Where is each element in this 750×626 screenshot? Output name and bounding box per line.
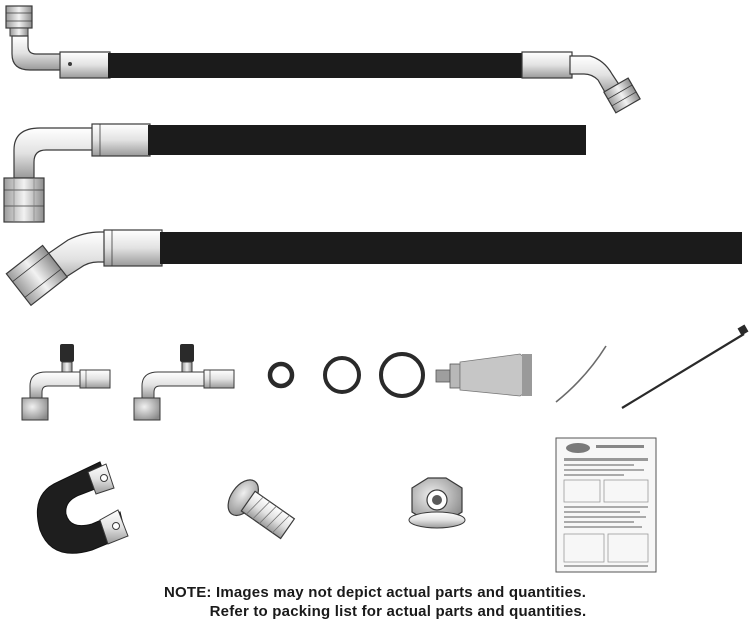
flare-nut-icon	[5, 5, 33, 37]
hose-assembly-90-degree	[3, 123, 586, 223]
instruction-sheet	[555, 437, 657, 573]
o-ring-small	[267, 361, 295, 389]
bolt	[227, 479, 296, 540]
lock-nut	[408, 477, 466, 529]
note-line-1: NOTE: Images may not depict actual parts…	[163, 584, 587, 601]
o-ring-large	[379, 352, 425, 398]
short-cable-tie	[555, 345, 607, 403]
service-port-fitting	[21, 344, 111, 421]
flare-nut-icon	[603, 77, 641, 114]
note-line-2: Refer to packing list for actual parts a…	[209, 603, 587, 620]
long-cable-tie	[621, 324, 749, 409]
o-ring-medium	[323, 356, 361, 394]
hose-assembly-two-fittings	[5, 5, 641, 114]
hose-assembly-45-degree	[5, 229, 742, 307]
flare-nut-icon	[3, 177, 45, 223]
cushion-clamp	[36, 461, 129, 554]
flare-nut-icon	[5, 244, 69, 307]
service-port-fitting	[133, 344, 235, 421]
lubricant-tube	[435, 353, 532, 397]
